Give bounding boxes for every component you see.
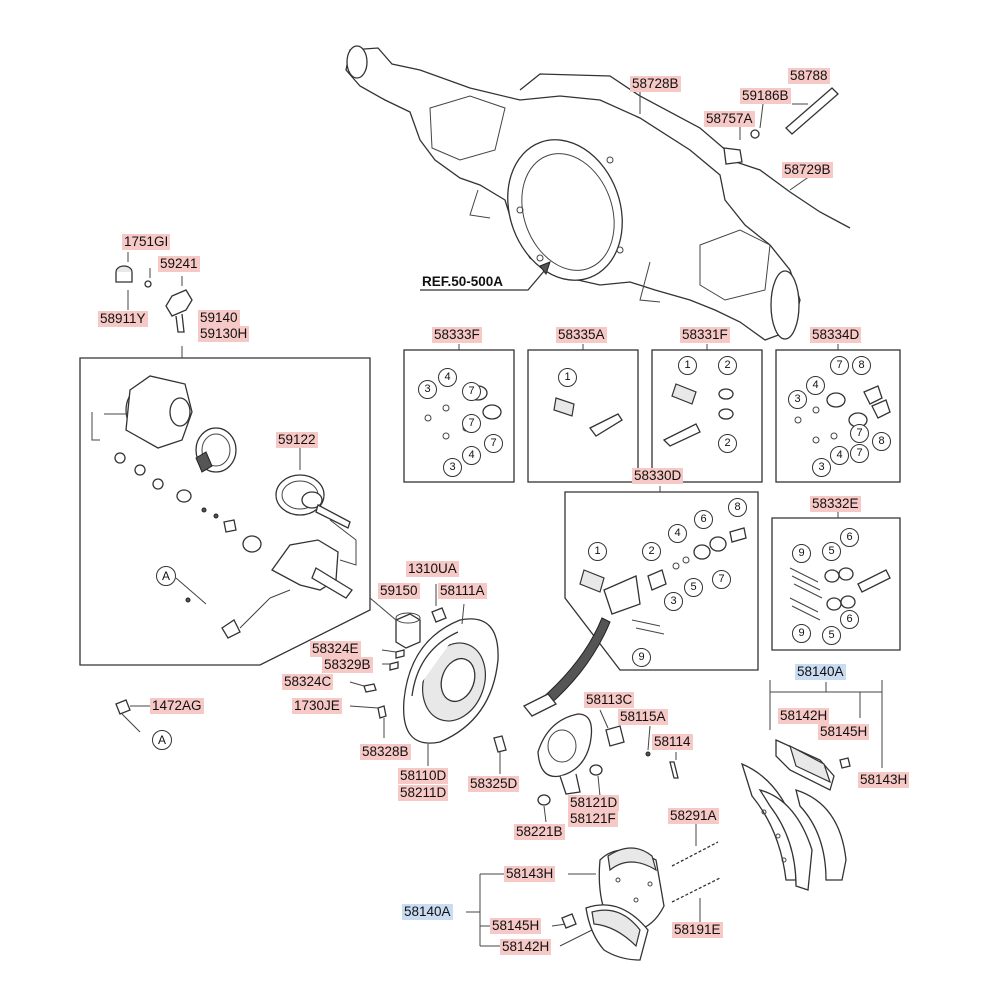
kit-item-number: 3 [443,458,462,477]
kit-item-number: 3 [788,390,807,409]
kit-item-number: 6 [694,510,713,529]
brake-shoes-right [740,738,851,891]
part-label-59150[interactable]: 59150 [378,583,420,599]
kit-item-number: 4 [806,376,825,395]
part-label-58111A[interactable]: 58111A [438,583,487,599]
part-label-58142H-right[interactable]: 58142H [778,708,830,724]
kit-item-number: 6 [840,528,859,547]
kit-item-number: 8 [852,356,871,375]
kit-item-number: 7 [850,444,869,463]
part-label-58191E[interactable]: 58191E [672,922,723,938]
kit-item-number: 7 [712,570,731,589]
part-label-58788[interactable]: 58788 [788,68,830,84]
kit-item-number: 7 [462,414,481,433]
reference-label: REF.50-500A [422,274,504,289]
kit-item-number: 9 [792,624,811,643]
part-label-58121F[interactable]: 58121F [568,811,618,827]
kit-item-number: 4 [668,524,687,543]
kit-item-number: 7 [484,434,503,453]
kit-label-58331F[interactable]: 58331F [680,327,730,343]
kit-58334D-parts [794,385,891,444]
part-label-58729B[interactable]: 58729B [782,162,833,178]
part-label-58143H-bottom[interactable]: 58143H [504,866,556,882]
part-label-58211D[interactable]: 58211D [398,785,449,801]
kit-label-58332E[interactable]: 58332E [810,496,861,512]
part-label-58329B[interactable]: 58329B [322,657,373,673]
part-label-1751GI[interactable]: 1751GI [122,234,171,250]
kit-label-58335A[interactable]: 58335A [556,327,607,343]
part-label-58115A[interactable]: 58115A [618,709,668,725]
part-label-58143H-right[interactable]: 58143H [858,772,910,788]
kit-item-number: 4 [462,446,481,465]
kit-item-number: 1 [678,356,697,375]
assembly-label-58140A-right[interactable]: 58140A [795,664,846,680]
kit-item-number: 8 [728,498,747,517]
part-label-58110D[interactable]: 58110D [398,768,449,784]
part-label-59122[interactable]: 59122 [276,432,318,448]
part-label-59186B[interactable]: 59186B [740,88,791,104]
part-label-59241[interactable]: 59241 [158,256,200,272]
part-label-58324C[interactable]: 58324C [282,674,334,690]
kit-item-number: 5 [822,626,841,645]
wheel-cylinder-assembly [114,375,353,639]
part-label-1310UA[interactable]: 1310UA [406,561,459,577]
kit-58331F-parts [662,383,734,447]
kit-item-number: 4 [830,446,849,465]
kit-label-58330D[interactable]: 58330D [632,468,684,484]
kit-item-number: 2 [642,542,661,561]
part-label-58121D[interactable]: 58121D [568,795,620,811]
kit-item-number: 4 [438,368,457,387]
brake-pipes [519,73,851,229]
breather-parts [115,252,193,333]
kit-item-number: 1 [558,368,577,387]
axle-housing [345,45,801,341]
kit-item-number: 7 [850,424,869,443]
backing-plate-assembly [363,607,679,806]
part-label-59140[interactable]: 59140 [198,310,240,326]
kit-item-number: 8 [872,432,891,451]
kit-58332E-parts [789,567,891,621]
kit-58335A-parts [553,397,623,437]
part-label-58142H-bottom[interactable]: 58142H [500,939,552,955]
kit-label-58334D[interactable]: 58334D [810,327,862,343]
kit-item-number: 9 [632,648,651,667]
part-label-58145H-bottom[interactable]: 58145H [490,918,542,934]
kit-item-number: 5 [822,542,841,561]
part-label-58911Y[interactable]: 58911Y [98,311,148,327]
part-label-59130H[interactable]: 59130H [198,326,250,342]
brake-shoes-bottom [561,847,665,961]
kit-item-number: 7 [830,356,849,375]
part-label-1730JE[interactable]: 1730JE [292,698,342,714]
kit-item-number: 6 [840,610,859,629]
kit-item-number: 9 [792,544,811,563]
part-label-58145H-right[interactable]: 58145H [818,724,870,740]
callout-a-upper: A [156,566,176,586]
part-label-58324E[interactable]: 58324E [310,641,361,657]
kit-item-number: 7 [462,382,481,401]
kit-item-number: 1 [588,542,607,561]
part-label-58221B[interactable]: 58221B [514,824,565,840]
kit-item-number: 5 [684,578,703,597]
part-label-58757A[interactable]: 58757A [704,111,755,127]
kit-item-number: 2 [718,356,737,375]
kit-58330D-parts [579,527,747,635]
part-label-58728B[interactable]: 58728B [630,76,681,92]
callout-a-lower: A [152,730,172,750]
part-label-58291A[interactable]: 58291A [668,808,719,824]
kit-item-number: 2 [718,434,737,453]
return-springs [671,841,721,903]
part-label-58328B[interactable]: 58328B [360,744,411,760]
assembly-label-58140A-bottom[interactable]: 58140A [402,904,453,920]
part-label-58325D[interactable]: 58325D [468,776,520,792]
part-label-1472AG[interactable]: 1472AG [150,698,204,714]
part-label-58113C[interactable]: 58113C [584,692,635,708]
kit-item-number: 3 [418,380,437,399]
kit-item-number: 3 [812,458,831,477]
kit-item-number: 3 [664,592,683,611]
part-label-58114[interactable]: 58114 [652,734,693,750]
kit-label-58333F[interactable]: 58333F [432,327,482,343]
